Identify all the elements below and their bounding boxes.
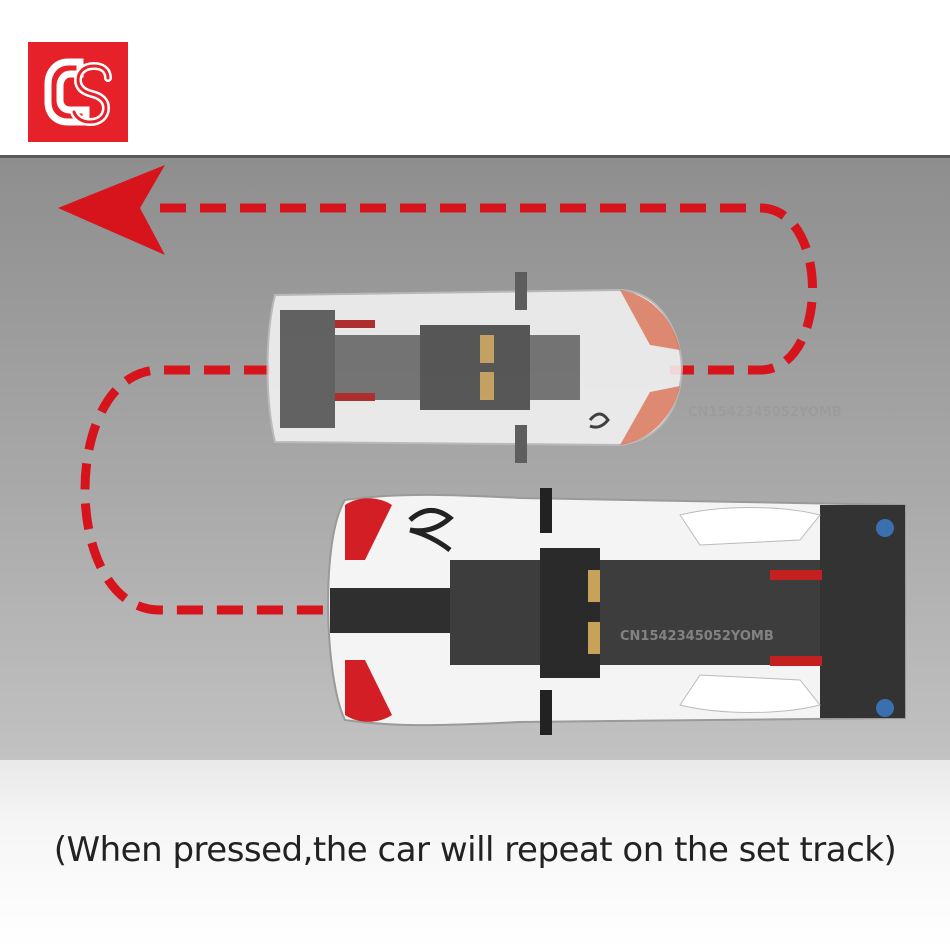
track-path [80,203,817,615]
arrow-head-icon [58,165,165,255]
brand-logo [28,42,128,142]
car-bottom [327,488,906,735]
car-top [266,272,684,463]
floor-reflection [0,760,950,950]
watermark-top: CN1542345052YOMB [688,405,842,420]
caption-text: (When pressed,the car will repeat on the… [53,830,897,870]
watermark-bottom: CN1542345052YOMB [620,629,774,644]
